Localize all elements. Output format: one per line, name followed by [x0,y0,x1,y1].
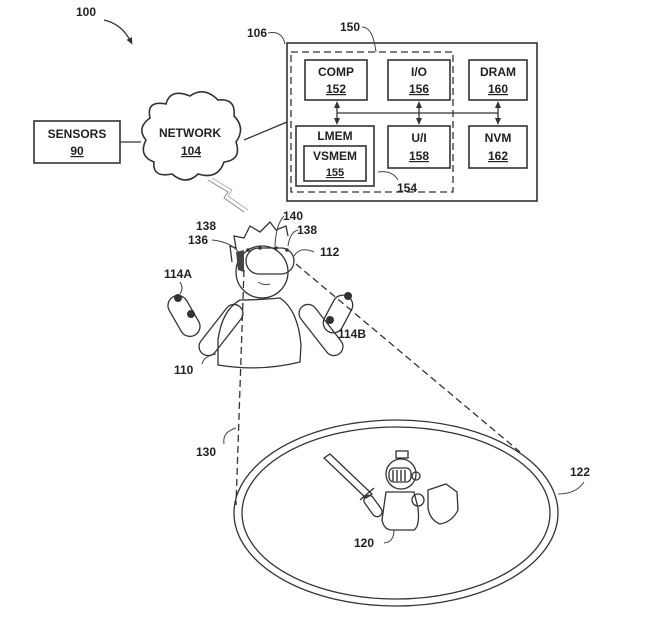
processor-group-outline [290,51,454,193]
controller-left-ref: 114A [164,267,192,281]
fov-left-line [235,269,245,506]
comp-name: COMP [318,65,354,79]
wireless-link [207,179,245,213]
camera-ref: 140 [283,209,303,223]
ui-ref: 158 [409,149,429,163]
network-computer-link [243,121,288,141]
avatar-ref: 120 [354,536,374,550]
vsmem-box [303,145,367,182]
memory-group-ref: 154 [397,181,417,195]
lmem-name: LMEM [317,129,352,143]
virtual-scene [233,419,559,607]
sensors-block: SENSORS 90 [33,120,121,164]
io-name: I/O [411,65,427,79]
sensors-name: SENSORS [48,127,107,141]
sensors-ref: 90 [70,144,84,158]
io-ref: 156 [409,82,429,96]
dram-ref: 160 [488,82,508,96]
sensor-ref-left: 138 [196,219,216,233]
io-box [387,59,451,101]
system-ref-label: 100 [76,5,96,19]
hmd-ref: 112 [320,245,340,259]
comp-box [304,59,368,101]
scene-ref: 122 [570,465,590,479]
avatar-knight [322,450,459,531]
nvm-name: NVM [485,131,512,145]
sensor-ref-right: 138 [297,223,317,237]
network-cloud: NETWORK 104 [141,91,242,181]
nvm-box [468,125,528,169]
ui-box [387,125,451,169]
system-bus [334,101,501,125]
system-ref-arrow [103,19,133,45]
fov-ref: 130 [196,445,216,459]
ui-name: U/I [411,131,426,145]
network-ref: 104 [181,144,201,158]
fov-right-line [295,263,521,453]
strap-ref: 136 [188,233,208,247]
computer-ref: 106 [247,26,267,40]
comp-ref: 152 [326,82,346,96]
processor-group-ref: 150 [340,20,360,34]
sensors-box [33,120,121,164]
controller-right-ref: 114B [338,327,366,341]
vsmem-name: VSMEM [313,149,357,163]
network-name: NETWORK [159,126,221,140]
user-ref: 110 [174,363,194,377]
nvm-ref: 162 [488,149,508,163]
dram-name: DRAM [480,65,516,79]
vsmem-ref: 155 [326,167,344,179]
dram-box [468,59,528,101]
